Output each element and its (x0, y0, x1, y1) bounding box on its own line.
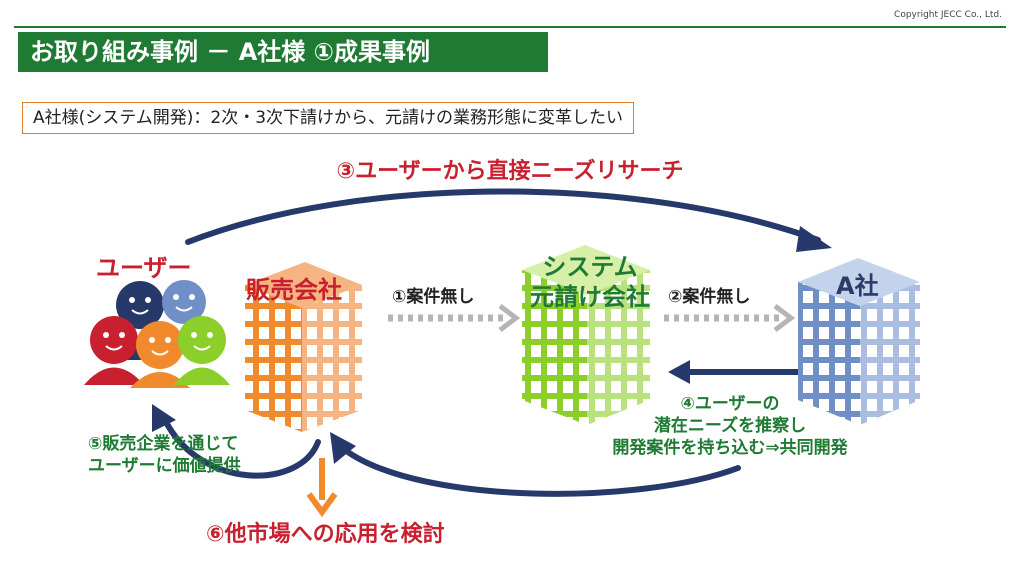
step5-line1: ⑤販売企業を通じて (88, 434, 239, 454)
system-label-line2: 元請け会社 (530, 283, 650, 311)
step4-line1: ④ユーザーの (680, 394, 780, 414)
step6-label: ⑥他市場への応用を検討 (206, 522, 445, 547)
step5-line2: ユーザーに価値提供 (88, 456, 241, 476)
a-label: A社 (836, 272, 879, 300)
a-building (798, 258, 920, 425)
subtitle-box: A社様(システム開発)：2次・3次下請けから、元請けの業務形態に変革したい (22, 102, 635, 134)
top-arc-arrow (185, 188, 821, 245)
users-icon (84, 280, 230, 388)
flow2-label: ②案件無し (668, 287, 751, 307)
hanbai-label: 販売会社 (246, 276, 342, 304)
flow1-label: ①案件無し (392, 287, 475, 307)
user-label: ユーザー (96, 254, 192, 282)
system-building (522, 245, 650, 425)
step4-line2: 潜在ニーズを推察し (653, 416, 807, 436)
hanbai-building (245, 262, 362, 432)
copyright-text: Copyright JECC Co., Ltd. (894, 10, 1002, 20)
header-rule (14, 26, 1006, 28)
hanbai-to-user-arrow (162, 417, 321, 479)
step5-text: ⑤販売企業を通じて ユーザーに価値提供 (88, 433, 241, 477)
top-arrow-label: ③ユーザーから直接ニーズリサーチ (336, 159, 684, 184)
step4-line3: 開発案件を持ち込む⇒共同開発 (612, 438, 848, 458)
system-label-line1: システム (542, 253, 638, 281)
top-arc-arrowhead (796, 226, 832, 252)
lower-arc-arrow (342, 447, 741, 497)
system-label: システム 元請け会社 (510, 252, 670, 312)
page-title: お取り組み事例 － A社様 ①成果事例 (18, 32, 548, 72)
step4-text: ④ユーザーの 潜在ニーズを推察し 開発案件を持ち込む⇒共同開発 (560, 393, 900, 459)
